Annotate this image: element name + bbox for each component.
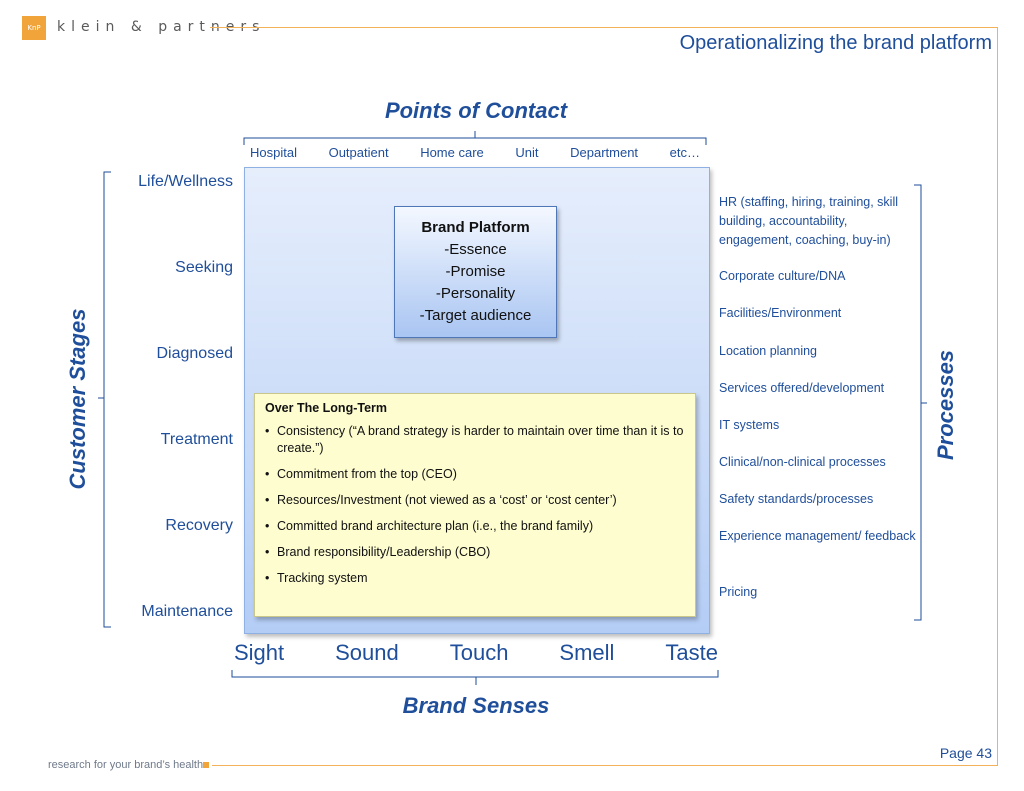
- long-term-item: Consistency (“A brand strategy is harder…: [265, 423, 685, 457]
- brand-platform-title: Brand Platform: [421, 219, 530, 236]
- stage-maintenance: Maintenance: [141, 603, 233, 620]
- process-item: Location planning: [719, 344, 817, 358]
- process-item: Experience management/ feedback: [719, 529, 916, 543]
- sense-item: Sound: [335, 640, 399, 665]
- long-term-item: Committed brand architecture plan (i.e.,…: [265, 518, 685, 535]
- stage-recovery: Recovery: [165, 517, 233, 534]
- sense-item: Taste: [665, 640, 718, 665]
- process-item: Clinical/non-clinical processes: [719, 455, 886, 469]
- right-divider: [997, 27, 998, 765]
- footer-bullet: [203, 762, 209, 768]
- process-item: IT systems: [719, 418, 780, 432]
- customer-stages-title: Customer Stages: [65, 308, 90, 490]
- page-title: Operationalizing the brand platform: [679, 32, 992, 54]
- stage-treatment: Treatment: [160, 431, 233, 448]
- contact-item: Home care: [420, 145, 484, 160]
- process-item: Corporate culture/DNA: [719, 269, 846, 283]
- process-item: Services offered/development: [719, 381, 885, 395]
- platform-item: -Personality: [435, 285, 516, 302]
- long-term-item: Brand responsibility/Leadership (CBO): [265, 544, 685, 561]
- brand-senses-title: Brand Senses: [402, 693, 550, 718]
- contact-item: Unit: [515, 145, 539, 160]
- sense-item: Sight: [234, 640, 285, 665]
- platform-item: -Promise: [445, 263, 506, 280]
- long-term-item: Resources/Investment (not viewed as a ‘c…: [265, 492, 685, 509]
- long-term-box: Over The Long-Term Consistency (“A brand…: [254, 393, 696, 617]
- footer-divider: [212, 765, 998, 766]
- stage-diagnosed: Diagnosed: [156, 345, 234, 362]
- company-logo: KnP: [22, 16, 46, 40]
- stage-life-wellness: Life/Wellness: [138, 173, 233, 190]
- long-term-item: Commitment from the top (CEO): [265, 466, 685, 483]
- points-of-contact-list: Hospital Outpatient Home care Unit Depar…: [250, 145, 700, 160]
- contact-item: etc…: [669, 145, 700, 160]
- footer-tagline: research for your brand’s health: [48, 759, 204, 771]
- process-item: Safety standards/processes: [719, 492, 874, 506]
- brand-name: klein & partners: [57, 19, 266, 35]
- process-item: Facilities/Environment: [719, 306, 842, 320]
- page-number: Page 43: [939, 745, 992, 761]
- stage-seeking: Seeking: [175, 259, 233, 276]
- sense-item: Touch: [449, 640, 509, 665]
- contact-item: Hospital: [250, 145, 297, 160]
- processes-title: Processes: [933, 349, 958, 461]
- header-divider: [210, 27, 998, 28]
- brand-platform-box: Brand Platform -Essence -Promise -Person…: [394, 206, 557, 338]
- platform-item: -Target audience: [419, 307, 532, 324]
- sense-item: Smell: [559, 640, 615, 665]
- platform-item: -Essence: [444, 241, 507, 258]
- contact-item: Outpatient: [328, 145, 389, 160]
- long-term-item: Tracking system: [265, 570, 685, 587]
- process-item: HR (staffing, hiring, training, skill bu…: [719, 195, 899, 247]
- long-term-title: Over The Long-Term: [265, 401, 388, 415]
- points-of-contact-title: Points of Contact: [384, 98, 568, 123]
- process-item: Pricing: [719, 585, 758, 599]
- contact-item: Department: [570, 145, 639, 160]
- brand-senses-list: Sight Sound Touch Smell Taste: [234, 640, 718, 666]
